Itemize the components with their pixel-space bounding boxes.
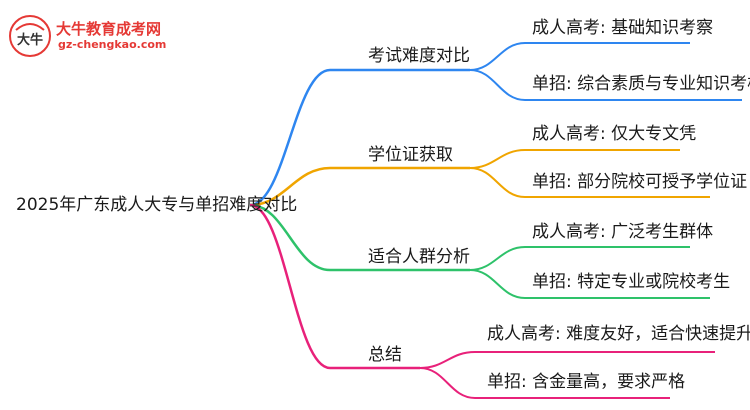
branch-1-child-1: 成人高考: 基础知识考察 — [532, 18, 714, 38]
branch-3-child-2: 单招: 特定专业或院校考生 — [532, 272, 731, 292]
root-node: 2025年广东成人大专与单招难度对比 — [16, 195, 298, 215]
branch-4-label: 总结 — [368, 345, 402, 365]
connector-branch-2-child-2 — [469, 167, 710, 198]
logo-badge-text: 大牛 — [17, 32, 43, 48]
site-logo: 大牛 大牛教育成考网 gz-chengkao.com — [8, 14, 178, 58]
connector-root-branch-3 — [249, 203, 470, 272]
connector-branch-3-child-2 — [469, 269, 710, 299]
branch-1-label: 考试难度对比 — [368, 46, 470, 66]
branch-3-label: 适合人群分析 — [368, 247, 470, 267]
branch-2-label: 学位证获取 — [368, 145, 453, 165]
connector-branch-2-child-1 — [469, 149, 680, 169]
branch-1-child-2: 单招: 综合素质与专业知识考核 — [532, 74, 750, 94]
branch-4-child-2: 单招: 含金量高，要求严格 — [487, 372, 686, 392]
branch-2-child-2: 单招: 部分院校可授予学位证 — [532, 172, 748, 192]
logo-badge-icon: 大牛 — [9, 15, 51, 57]
branch-4-child-1: 成人高考: 难度友好，适合快速提升 — [487, 324, 750, 344]
connector-branch-4-child-1 — [419, 351, 715, 369]
connector-root-branch-1 — [249, 68, 470, 207]
branch-2-child-1: 成人高考: 仅大专文凭 — [532, 124, 697, 144]
connector-branch-4-child-2 — [419, 367, 670, 399]
connector-branch-1-child-2 — [469, 69, 742, 101]
logo-name: 大牛教育成考网 — [56, 20, 162, 38]
connector-branch-3-child-1 — [469, 246, 690, 271]
connector-root-branch-2 — [249, 166, 470, 207]
logo-url: gz-chengkao.com — [58, 38, 167, 51]
branch-3-child-1: 成人高考: 广泛考生群体 — [532, 222, 714, 242]
connector-root-branch-4 — [249, 203, 420, 370]
connector-branch-1-child-1 — [469, 42, 690, 71]
